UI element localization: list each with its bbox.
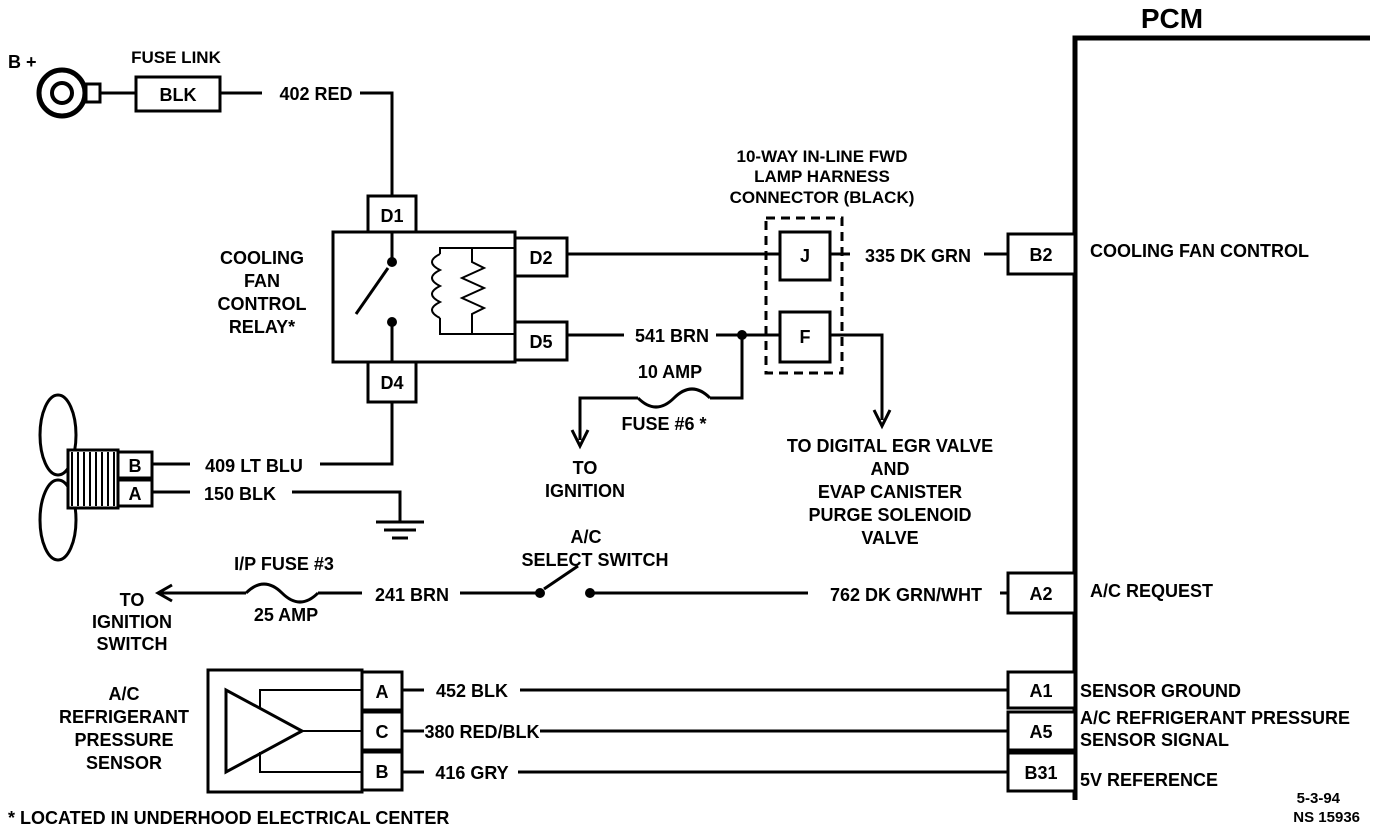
fuse6-amps: 10 AMP [638,362,702,382]
relay-label: COOLING FAN CONTROL RELAY* [218,248,307,337]
sensor-pin-a [360,670,404,712]
svg-text:LAMP HARNESS: LAMP HARNESS [754,167,890,186]
fuse6-label: FUSE #6 * [621,414,706,434]
svg-text:COOLING: COOLING [220,248,304,268]
wire-452-label: 452 BLK [436,681,508,701]
svg-text:TO: TO [120,590,145,610]
svg-text:EVAP CANISTER: EVAP CANISTER [818,482,962,502]
svg-text:PURGE SOLENOID: PURGE SOLENOID [808,505,971,525]
svg-text:A2: A2 [1029,584,1052,604]
svg-text:A: A [376,682,389,702]
inline-connector-label: 10-WAY IN-LINE FWD LAMP HARNESS CONNECTO… [730,147,915,207]
svg-text:D2: D2 [529,248,552,268]
svg-text:IGNITION: IGNITION [92,612,172,632]
wire-541-label: 541 BRN [635,326,709,346]
wire-402-label: 402 RED [279,84,352,104]
pcm-pin-a5: A5 A/C REFRIGERANT PRESSURE SENSOR SIGNA… [1006,708,1350,752]
ip-fuse-amps: 25 AMP [254,605,318,625]
svg-text:D4: D4 [380,373,403,393]
pcm-a1-label: SENSOR GROUND [1080,681,1241,701]
svg-text:SWITCH: SWITCH [97,634,168,654]
svg-text:D1: D1 [380,206,403,226]
relay-pin-d5 [513,320,569,362]
svg-text:SENSOR: SENSOR [86,753,162,773]
fan-pin-a [116,478,154,508]
wire-416-label: 416 GRY [435,763,508,783]
doc-number: NS 15936 [1293,809,1360,826]
wire-762-label: 762 DK GRN/WHT [830,585,982,605]
footnote: * LOCATED IN UNDERHOOD ELECTRICAL CENTER [8,808,449,828]
svg-text:PRESSURE: PRESSURE [74,730,173,750]
svg-text:D5: D5 [529,332,552,352]
pcm-module: PCM [1072,3,1370,800]
svg-text:CONTROL: CONTROL [218,294,307,314]
doc-date: 5-3-94 [1297,790,1341,807]
svg-text:B: B [129,456,142,476]
connector-pin-j [778,230,832,282]
svg-text:TO DIGITAL EGR VALVE: TO DIGITAL EGR VALVE [787,436,993,456]
pcm-pin-a2: A2 A/C REQUEST [1006,571,1213,615]
ac-select-switch: A/C SELECT SWITCH [522,527,669,598]
pcm-b31-label: 5V REFERENCE [1080,770,1218,790]
pcm-pin-b31: B31 5V REFERENCE [1006,751,1218,793]
svg-text:J: J [800,246,810,266]
svg-text:A/C: A/C [571,527,602,547]
fuse-link: FUSE LINK BLK [131,48,222,113]
sensor-pin-b [360,750,404,792]
wire-409-label: 409 LT BLU [205,456,303,476]
svg-text:SELECT SWITCH: SELECT SWITCH [522,550,669,570]
svg-text:A: A [129,484,142,504]
wire-335-label: 335 DK GRN [865,246,971,266]
svg-text:A/C REFRIGERANT PRESSURE: A/C REFRIGERANT PRESSURE [1080,708,1350,728]
pcm-title: PCM [1141,3,1203,34]
svg-text:IGNITION: IGNITION [545,481,625,501]
battery-label: B + [8,52,37,72]
svg-text:REFRIGERANT: REFRIGERANT [59,707,189,727]
wire-380-label: 380 RED/BLK [424,722,539,742]
svg-text:TO: TO [573,458,598,478]
fuse-link-box: BLK [160,85,197,105]
ip-fuse-label: I/P FUSE #3 [234,554,334,574]
svg-text:10-WAY IN-LINE FWD: 10-WAY IN-LINE FWD [737,147,908,166]
pcm-pin-a1: A1 SENSOR GROUND [1006,670,1241,710]
cooling-fan-relay: D1 D4 D2 D5 [331,194,569,404]
svg-text:SENSOR SIGNAL: SENSOR SIGNAL [1080,730,1229,750]
fan-pin-b [116,450,154,480]
ip-fuse-3: I/P FUSE #3 25 AMP [234,554,334,625]
svg-text:B2: B2 [1029,245,1052,265]
to-ignition: TO IGNITION [545,458,625,501]
connector-pin-f [778,310,832,364]
fan-motor: B A [38,393,154,562]
wire-241-label: 241 BRN [375,585,449,605]
pcm-a2-label: A/C REQUEST [1090,581,1213,601]
sensor-label: A/C REFRIGERANT PRESSURE SENSOR [59,684,189,773]
fuse-link-label: FUSE LINK [131,48,221,67]
pcm-b2-label: COOLING FAN CONTROL [1090,241,1309,261]
pressure-sensor: A C B [206,668,404,794]
svg-text:AND: AND [871,459,910,479]
svg-text:CONNECTOR (BLACK): CONNECTOR (BLACK) [730,188,915,207]
svg-text:A/C: A/C [109,684,140,704]
relay-pin-d2 [513,236,569,278]
egr-label: TO DIGITAL EGR VALVE AND EVAP CANISTER P… [787,436,993,548]
ground-icon [376,520,424,540]
svg-text:C: C [376,722,389,742]
svg-text:A5: A5 [1029,722,1052,742]
wire-150-label: 150 BLK [204,484,276,504]
svg-text:B: B [376,762,389,782]
svg-text:FAN: FAN [244,271,280,291]
svg-text:RELAY*: RELAY* [229,317,295,337]
fuse-6: 10 AMP FUSE #6 * [570,335,744,450]
svg-text:VALVE: VALVE [861,528,918,548]
inline-connector: J F [764,216,844,375]
svg-text:B31: B31 [1024,763,1057,783]
battery-terminal: B + [8,52,102,119]
svg-text:A1: A1 [1029,681,1052,701]
pcm-pin-b2: B2 COOLING FAN CONTROL [1006,232,1309,276]
svg-text:F: F [800,327,811,347]
to-ignition-switch: TO IGNITION SWITCH [92,590,172,654]
